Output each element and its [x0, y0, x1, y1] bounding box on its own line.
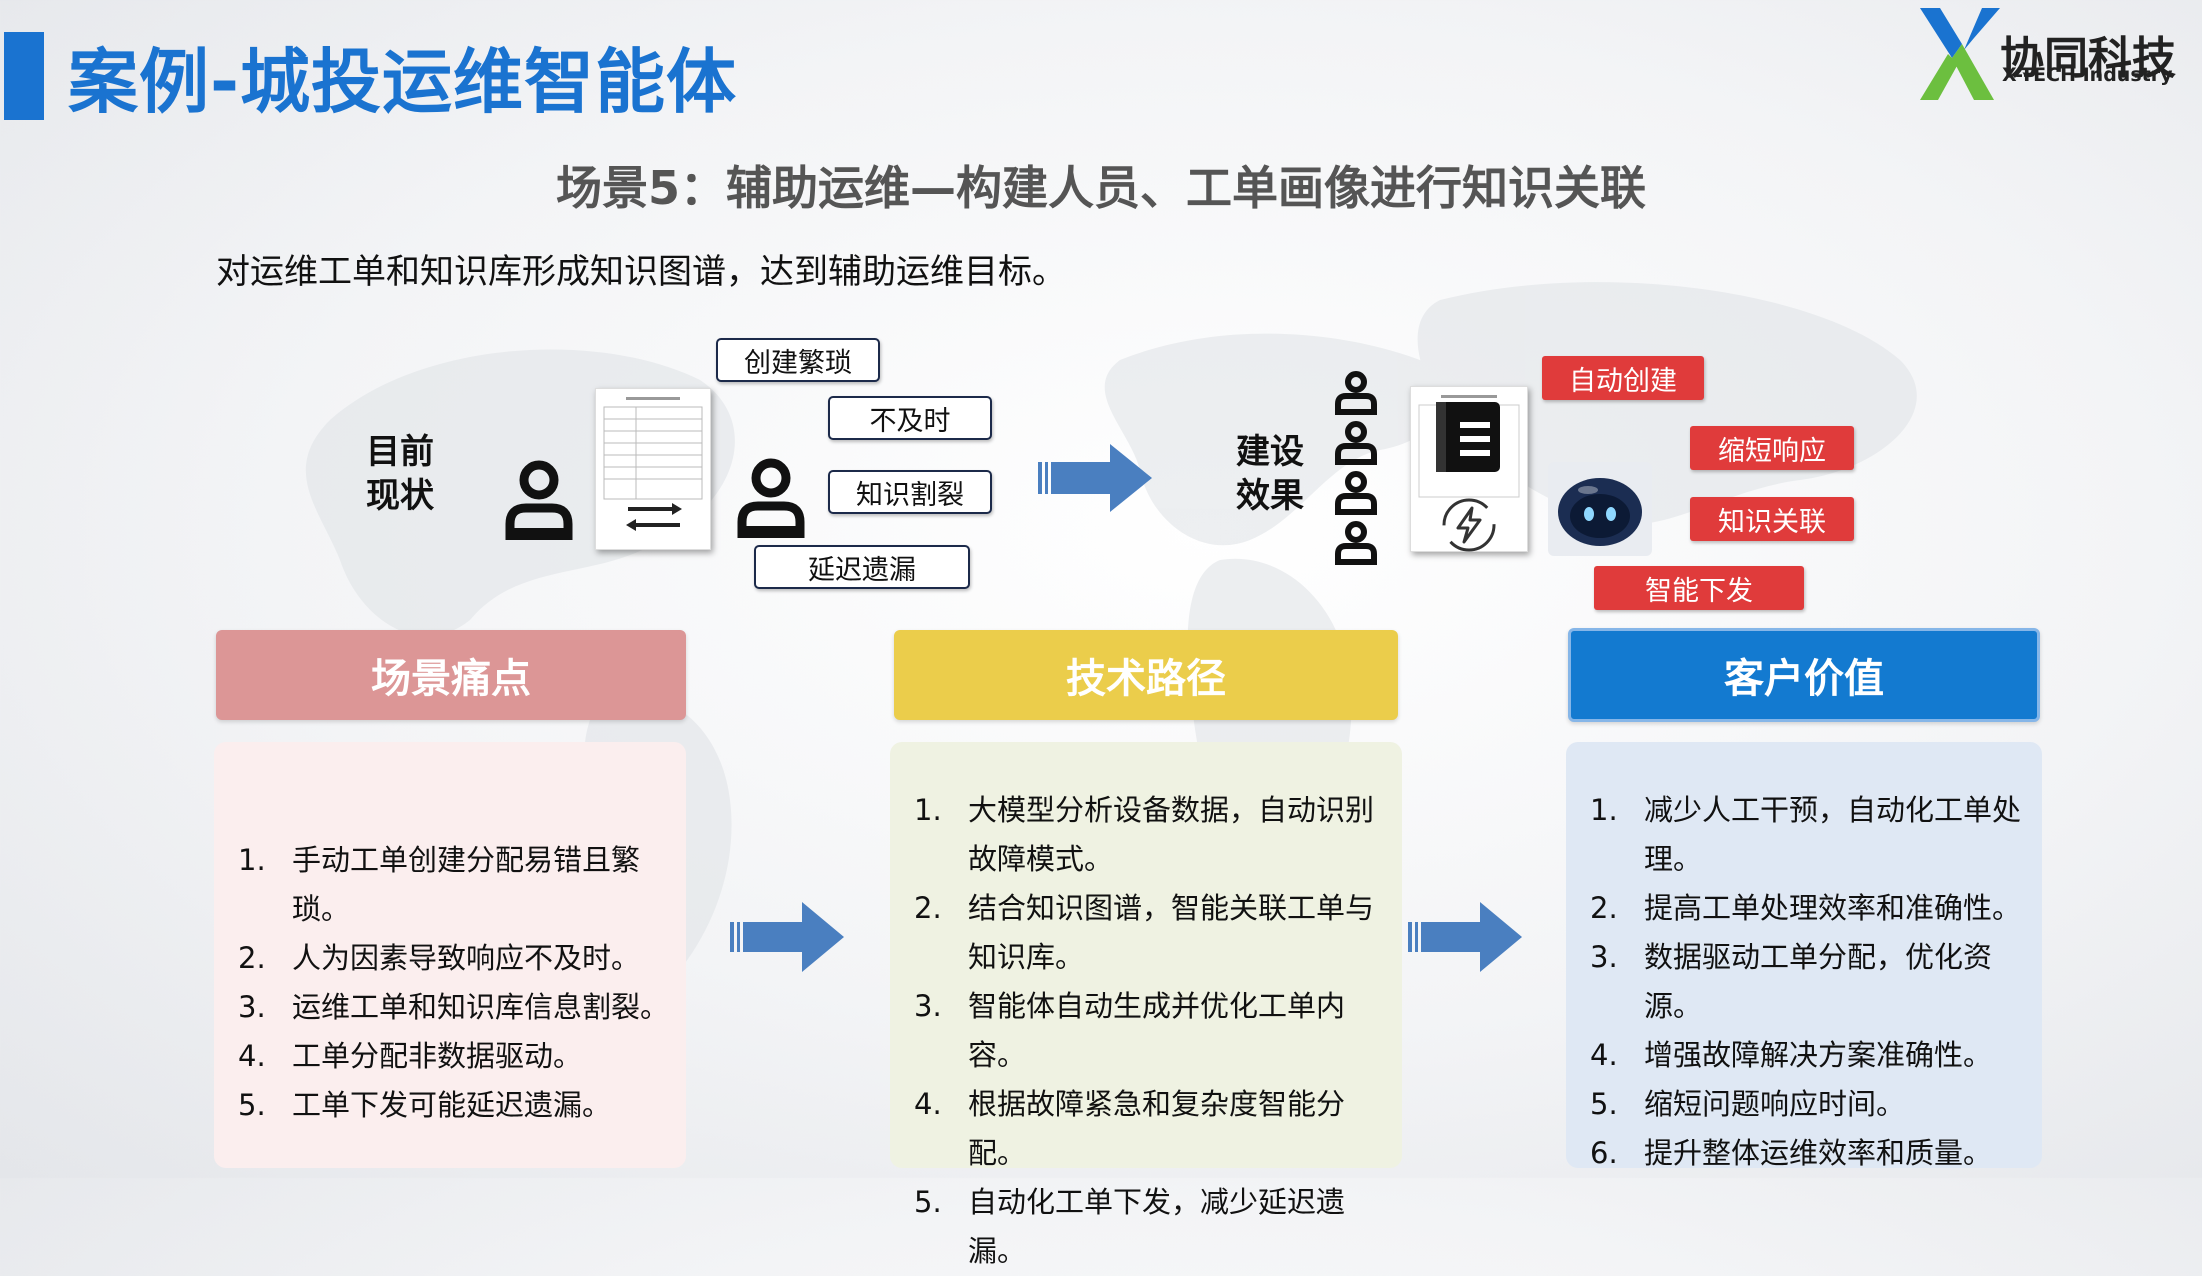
tech-path-list: 1. 大模型分析设备数据，自动识别故障模式。 2. 结合知识图谱，智能关联工单与知识…	[914, 786, 1382, 1276]
sync-lightning-icon	[1442, 498, 1496, 552]
customer-value-header: 客户价值	[1568, 628, 2040, 722]
list-item: 4. 增强故障解决方案准确性。	[1590, 1031, 2032, 1080]
value-tag: 自动创建	[1542, 356, 1704, 400]
effect-label: 建设 效果	[1236, 430, 1304, 518]
list-item: 3. 数据驱动工单分配，优化资源。	[1590, 933, 2032, 1031]
pain-tag: 不及时	[828, 396, 992, 440]
item-number: 4.	[914, 1087, 942, 1121]
effect-label-line2: 效果	[1236, 476, 1304, 516]
scene-subtitle: 场景5：辅助运维—构建人员、工单画像进行知识关联	[555, 161, 1646, 215]
item-text: 根据故障紧急和复杂度智能分配。	[968, 1087, 1346, 1170]
page-title: 案例-城投运维智能体	[68, 41, 738, 123]
list-item: 3. 智能体自动生成并优化工单内容。	[914, 982, 1382, 1080]
title-accent-bar	[4, 32, 44, 120]
item-text: 大模型分析设备数据，自动识别故障模式。	[968, 793, 1375, 876]
item-number: 1.	[238, 843, 266, 877]
logo-text: 协同科技	[2000, 33, 2176, 84]
item-number: 1.	[914, 793, 942, 827]
item-text: 人为因素导致响应不及时。	[292, 941, 641, 975]
item-text: 减少人工干预，自动化工单处理。	[1644, 793, 2022, 876]
item-number: 4.	[1590, 1038, 1618, 1072]
item-number: 6.	[1590, 1136, 1618, 1170]
pain-points-list: 1. 手动工单创建分配易错且繁琐。 2. 人为因素导致响应不及时。 3. 运维工单和知…	[238, 836, 686, 1130]
item-text: 运维工单和知识库信息割裂。	[292, 990, 670, 1024]
value-tag: 智能下发	[1594, 566, 1804, 610]
list-item: 2. 提高工单处理效率和准确性。	[1590, 884, 2032, 933]
item-text: 提升整体运维效率和质量。	[1644, 1136, 1993, 1170]
notebook-icon	[1436, 402, 1500, 472]
customer-value-list: 1. 减少人工干预，自动化工单处理。 2. 提高工单处理效率和准确性。 3. 数据驱动…	[1590, 786, 2032, 1178]
logo-subtext: X-TECH Industry	[2002, 64, 2173, 86]
item-number: 3.	[238, 990, 266, 1024]
item-number: 2.	[238, 941, 266, 975]
list-item: 1. 手动工单创建分配易错且繁琐。	[238, 836, 686, 934]
item-number: 5.	[1590, 1087, 1618, 1121]
current-label-line1: 目前	[366, 432, 434, 472]
arrow-right-icon	[1408, 902, 1522, 972]
item-text: 智能体自动生成并优化工单内容。	[968, 989, 1346, 1072]
list-item: 5. 缩短问题响应时间。	[1590, 1080, 2032, 1129]
item-number: 3.	[1590, 940, 1618, 974]
scene-description: 对运维工单和知识库形成知识图谱，达到辅助运维目标。	[216, 252, 1066, 292]
item-text: 手动工单创建分配易错且繁琐。	[292, 843, 641, 926]
item-text: 数据驱动工单分配，优化资源。	[1644, 940, 1993, 1023]
value-tag: 知识关联	[1690, 497, 1854, 541]
people-group-icon	[1335, 371, 1377, 565]
item-text: 提高工单处理效率和准确性。	[1644, 891, 2022, 925]
document-lines-icon	[603, 397, 703, 531]
effect-label-line1: 建设	[1236, 432, 1304, 472]
list-item: 1. 大模型分析设备数据，自动识别故障模式。	[914, 786, 1382, 884]
item-number: 3.	[914, 989, 942, 1023]
person-icon	[505, 460, 573, 540]
customer-value-panel: 1. 减少人工干预，自动化工单处理。 2. 提高工单处理效率和准确性。 3. 数据驱动…	[1566, 742, 2042, 1170]
item-text: 结合知识图谱，智能关联工单与知识库。	[968, 891, 1375, 974]
item-text: 自动化工单下发，减少延迟遗漏。	[968, 1185, 1346, 1268]
item-text: 工单下发可能延迟遗漏。	[292, 1088, 612, 1122]
tech-path-panel: 1. 大模型分析设备数据，自动识别故障模式。 2. 结合知识图谱，智能关联工单与知识…	[890, 742, 1402, 1268]
arrow-right-icon	[730, 902, 844, 972]
tech-path-header: 技术路径	[894, 630, 1398, 720]
list-item: 1. 减少人工干预，自动化工单处理。	[1590, 786, 2032, 884]
item-text: 增强故障解决方案准确性。	[1644, 1038, 1993, 1072]
list-item: 4. 工单分配非数据驱动。	[238, 1032, 686, 1081]
xtech-logo-icon	[1920, 8, 2000, 100]
item-text: 工单分配非数据驱动。	[292, 1039, 583, 1073]
item-number: 4.	[238, 1039, 266, 1073]
pain-points-header: 场景痛点	[216, 630, 686, 720]
item-number: 5.	[914, 1185, 942, 1219]
item-number: 2.	[1590, 891, 1618, 925]
value-tag: 缩短响应	[1690, 426, 1854, 470]
list-item: 2. 人为因素导致响应不及时。	[238, 934, 686, 983]
pain-tag: 创建繁琐	[716, 338, 880, 382]
item-number: 5.	[238, 1088, 266, 1122]
pain-tag: 延迟遗漏	[754, 545, 970, 589]
current-state-label: 目前 现状	[366, 430, 434, 518]
list-item: 6. 提升整体运维效率和质量。	[1590, 1129, 2032, 1178]
current-label-line2: 现状	[366, 476, 434, 516]
pain-points-panel: 1. 手动工单创建分配易错且繁琐。 2. 人为因素导致响应不及时。 3. 运维工单和知…	[214, 742, 686, 1168]
item-text: 缩短问题响应时间。	[1644, 1087, 1906, 1121]
list-item: 2. 结合知识图谱，智能关联工单与知识库。	[914, 884, 1382, 982]
list-item: 3. 运维工单和知识库信息割裂。	[238, 983, 686, 1032]
item-number: 2.	[914, 891, 942, 925]
item-number: 1.	[1590, 793, 1618, 827]
list-item: 4. 根据故障紧急和复杂度智能分配。	[914, 1080, 1382, 1178]
list-item: 5. 自动化工单下发，减少延迟遗漏。	[914, 1178, 1382, 1276]
pain-tag: 知识割裂	[828, 470, 992, 514]
list-item: 5. 工单下发可能延迟遗漏。	[238, 1081, 686, 1130]
ai-robot-icon	[1548, 462, 1652, 556]
person-icon	[737, 458, 805, 538]
work-order-document	[595, 388, 711, 550]
arrow-right-icon	[1038, 444, 1152, 512]
